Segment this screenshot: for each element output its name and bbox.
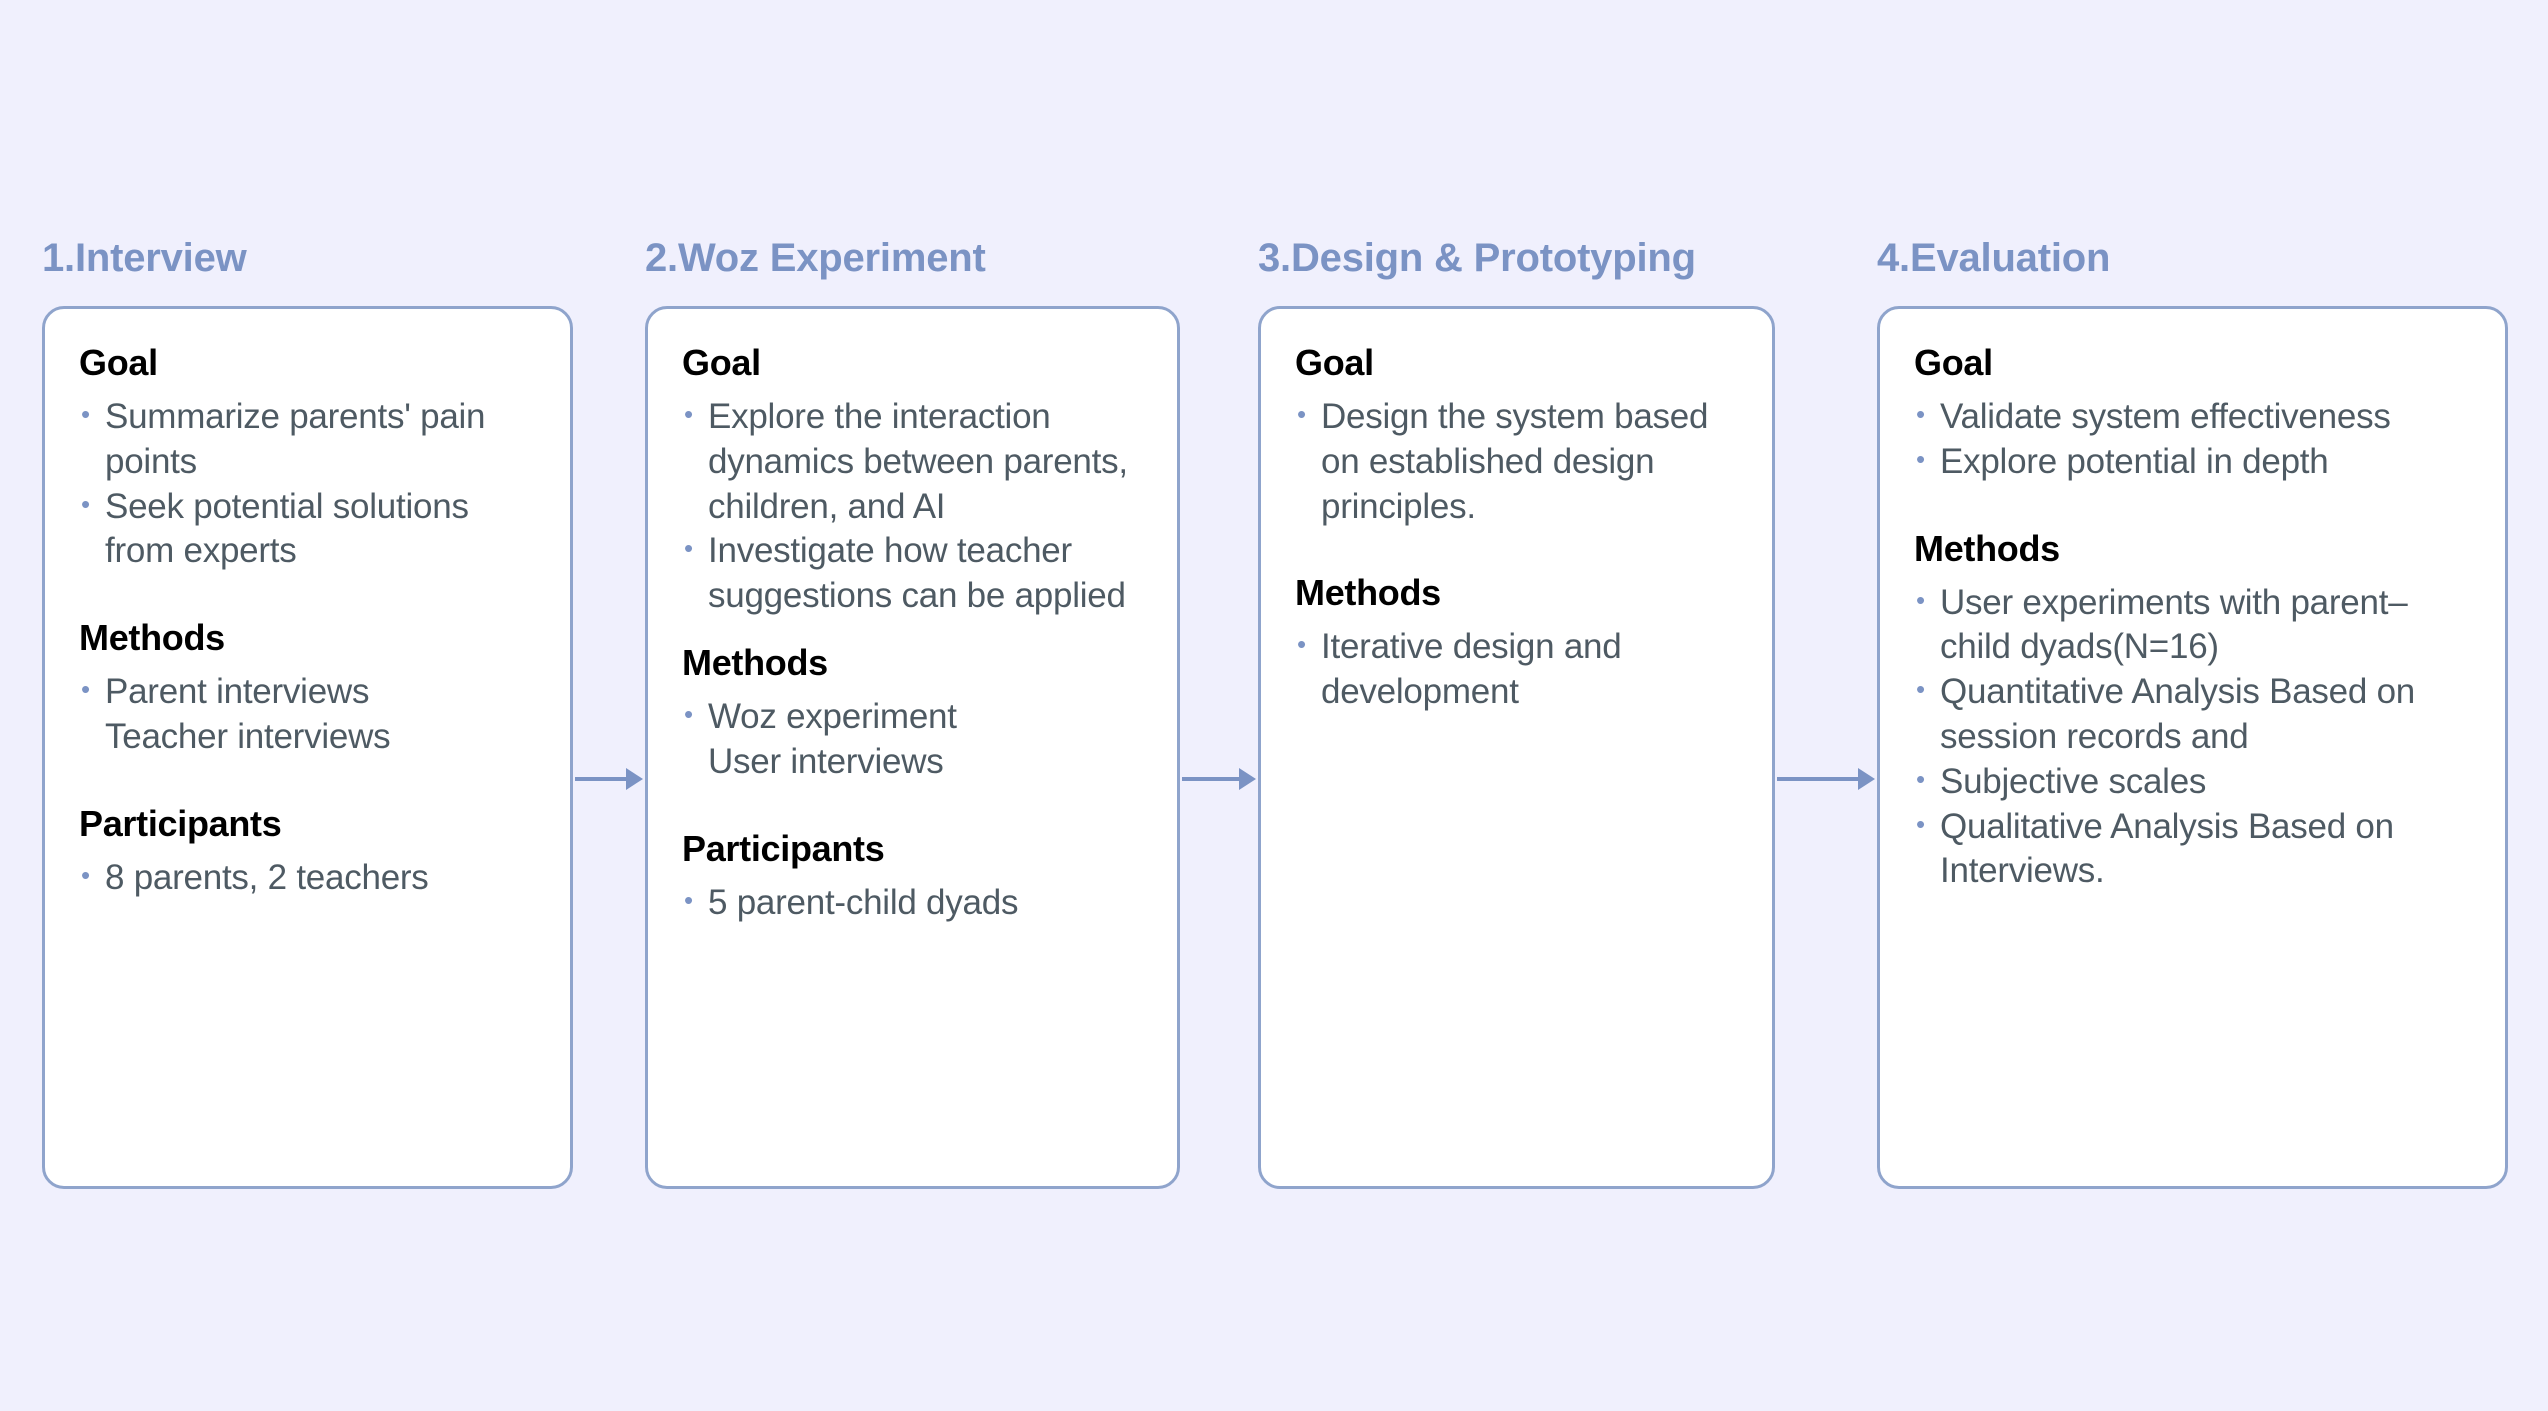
section-list-goal: Design the system based on established d… <box>1295 394 1738 529</box>
arrow-head-icon <box>1858 768 1875 790</box>
stage-card-3: Goal Design the system based on establis… <box>1258 306 1775 1189</box>
list-item: Summarize parents' pain points <box>79 394 536 485</box>
stage-card-4: Goal Validate system effectiveness Explo… <box>1877 306 2508 1189</box>
stage-title-1: 1.Interview <box>42 236 247 280</box>
list-item: 5 parent-child dyads <box>682 880 1143 926</box>
section-heading-goal: Goal <box>1914 342 1993 383</box>
arrow-shaft <box>575 777 626 781</box>
section-list-methods: Iterative design and development <box>1295 624 1738 715</box>
list-item: Subjective scales <box>1914 759 2471 805</box>
flow-arrow-1-to-2 <box>575 768 643 790</box>
list-item: Explore the interaction dynamics between… <box>682 394 1143 529</box>
stage-column-1: 1.Interview Goal Summarize parents' pain… <box>42 238 573 1189</box>
list-item: Validate system effectiveness <box>1914 394 2471 440</box>
section-heading-goal: Goal <box>79 342 158 383</box>
arrow-shaft <box>1182 777 1239 781</box>
stage-card-2: Goal Explore the interaction dynamics be… <box>645 306 1180 1189</box>
list-item: Investigate how teacher suggestions can … <box>682 528 1143 619</box>
list-item: Qualitative Analysis Based on Interviews… <box>1914 804 2471 895</box>
list-item: Quantitative Analysis Based on session r… <box>1914 669 2471 760</box>
arrow-head-icon <box>1239 768 1256 790</box>
section-heading-goal: Goal <box>682 342 761 383</box>
list-item: Woz experiment User interviews <box>682 694 1143 785</box>
list-item: 8 parents, 2 teachers <box>79 855 536 901</box>
arrow-head-icon <box>626 768 643 790</box>
flow-arrow-3-to-4 <box>1777 768 1875 790</box>
section-heading-participants: Participants <box>79 802 282 844</box>
list-item-continuation: Teacher interviews <box>105 716 391 756</box>
section-list-goal: Validate system effectiveness Explore po… <box>1914 394 2471 485</box>
list-item: Explore potential in depth <box>1914 439 2471 485</box>
stage-column-3: 3.Design & Prototyping Goal Design the s… <box>1258 238 1775 1189</box>
list-item: Parent interviews Teacher interviews <box>79 669 536 760</box>
flow-arrow-2-to-3 <box>1182 768 1256 790</box>
section-list-methods: Woz experiment User interviews <box>682 694 1143 785</box>
section-heading-participants: Participants <box>682 827 885 869</box>
section-heading-methods: Methods <box>682 641 828 683</box>
section-list-methods: Parent interviews Teacher interviews <box>79 669 536 760</box>
stage-card-1: Goal Summarize parents' pain points Seek… <box>42 306 573 1189</box>
section-heading-methods: Methods <box>1295 572 1441 614</box>
stage-title-3: 3.Design & Prototyping <box>1258 236 1696 280</box>
list-item: Iterative design and development <box>1295 624 1738 715</box>
arrow-shaft <box>1777 777 1858 781</box>
section-list-participants: 5 parent-child dyads <box>682 880 1143 926</box>
section-list-goal: Summarize parents' pain points Seek pote… <box>79 394 536 575</box>
list-item: Seek potential solutions from experts <box>79 484 536 575</box>
section-list-participants: 8 parents, 2 teachers <box>79 855 536 901</box>
section-list-methods: User experiments with parent–child dyads… <box>1914 580 2471 895</box>
stage-column-4: 4.Evaluation Goal Validate system effect… <box>1877 238 2508 1189</box>
section-heading-methods: Methods <box>1914 527 2060 569</box>
stage-title-4: 4.Evaluation <box>1877 236 2111 280</box>
list-item: User experiments with parent–child dyads… <box>1914 580 2471 671</box>
section-heading-methods: Methods <box>79 617 225 659</box>
stage-column-2: 2.Woz Experiment Goal Explore the intera… <box>645 238 1180 1189</box>
list-item: Design the system based on established d… <box>1295 394 1738 529</box>
stage-title-2: 2.Woz Experiment <box>645 236 986 280</box>
section-list-goal: Explore the interaction dynamics between… <box>682 394 1143 619</box>
section-heading-goal: Goal <box>1295 342 1374 383</box>
list-item-continuation: User interviews <box>708 741 944 781</box>
